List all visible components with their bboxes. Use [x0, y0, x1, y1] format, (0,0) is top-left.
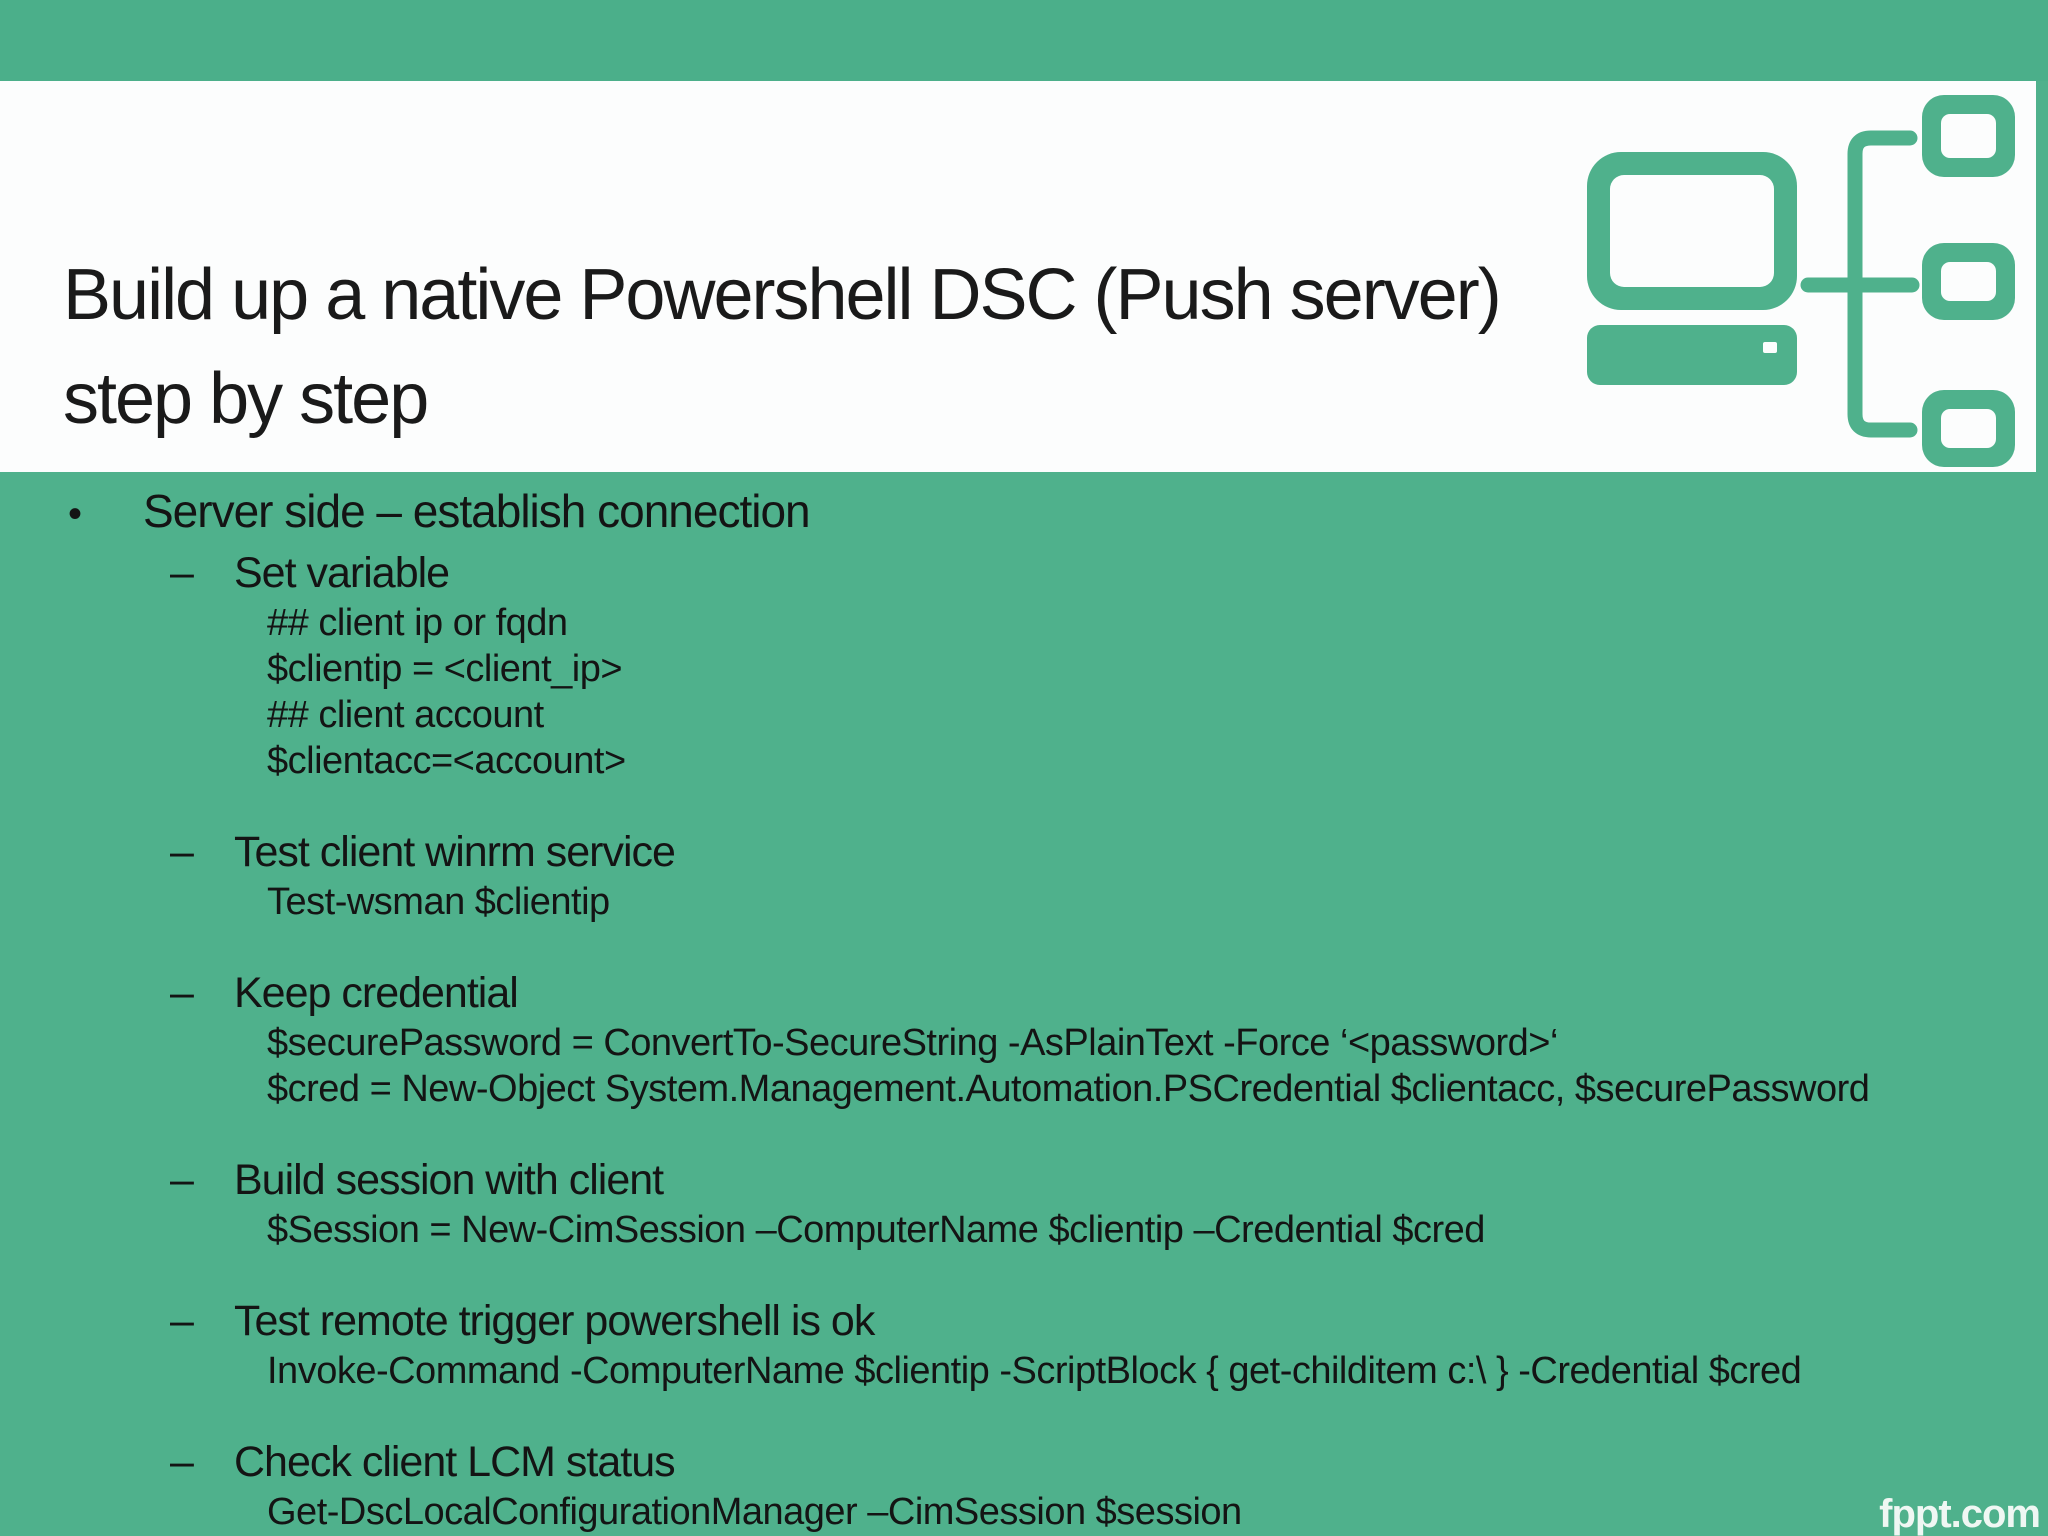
group-header: Check client LCM status: [234, 1438, 676, 1486]
title-line-1: Build up a native Powershell DSC (Push s…: [63, 255, 1502, 335]
top-green-bar: [0, 0, 2048, 81]
monitor-screen: [1610, 175, 1774, 287]
computer-network-icon: [1587, 95, 2015, 467]
outline-group: – Set variable ## client ip or fqdn $cli…: [0, 547, 2048, 784]
title-line-2: step by step: [63, 359, 429, 439]
group-header: Keep credential: [234, 969, 519, 1017]
outline-group: – Build session with client $Session = N…: [0, 1154, 2048, 1253]
header-band: Build up a native Powershell DSC (Push s…: [0, 81, 2036, 472]
outline-group: – Check client LCM status Get-DscLocalCo…: [0, 1436, 2048, 1535]
bullet-icon: •: [68, 492, 82, 536]
outline-heading-line: • Server side – establish connection: [0, 482, 2048, 543]
code-line: $clientacc=<account>: [267, 740, 626, 782]
system-unit: [1587, 325, 1797, 385]
group-header-line: – Build session with client: [0, 1154, 2048, 1207]
code-line: ## client account: [267, 694, 544, 736]
group-header-line: – Test remote trigger powershell is ok: [0, 1295, 2048, 1348]
system-unit-led: [1763, 342, 1777, 353]
group-header-line: – Set variable: [0, 547, 2048, 600]
code-line: $cred = New-Object System.Management.Aut…: [267, 1068, 1870, 1110]
outline-group: – Test client winrm service Test-wsman $…: [0, 826, 2048, 925]
outline-group: – Keep credential $securePassword = Conv…: [0, 967, 2048, 1112]
group-header: Test client winrm service: [234, 828, 676, 876]
outline-heading: Server side – establish connection: [143, 485, 811, 537]
code-line: $clientip = <client_ip>: [267, 648, 623, 690]
watermark-fppt: fppt.com: [1879, 1492, 2041, 1536]
dash-icon: –: [170, 549, 194, 597]
slide-title: Build up a native Powershell DSC (Push s…: [63, 243, 1563, 451]
group-header-line: – Check client LCM status: [0, 1436, 2048, 1489]
group-header: Build session with client: [234, 1156, 664, 1204]
group-header: Test remote trigger powershell is ok: [234, 1297, 875, 1345]
code-line: ## client ip or fqdn: [267, 602, 568, 644]
group-header-line: – Keep credential: [0, 967, 2048, 1020]
group-header-line: – Test client winrm service: [0, 826, 2048, 879]
code-line: $Session = New-CimSession –ComputerName …: [267, 1209, 1485, 1251]
dash-icon: –: [170, 1438, 194, 1486]
code-line: Get-DscLocalConfigurationManager –CimSes…: [267, 1491, 1242, 1533]
outline-group: – Test remote trigger powershell is ok I…: [0, 1295, 2048, 1394]
code-line: Invoke-Command -ComputerName $clientip -…: [267, 1350, 1802, 1392]
dash-icon: –: [170, 1297, 194, 1345]
content-outline: • Server side – establish connection – S…: [0, 472, 2048, 1535]
dash-icon: –: [170, 828, 194, 876]
code-line: $securePassword = ConvertTo-SecureString…: [267, 1022, 1558, 1064]
code-line: Test-wsman $clientip: [267, 881, 610, 923]
dash-icon: –: [170, 1156, 194, 1204]
group-header: Set variable: [234, 549, 450, 597]
dash-icon: –: [170, 969, 194, 1017]
